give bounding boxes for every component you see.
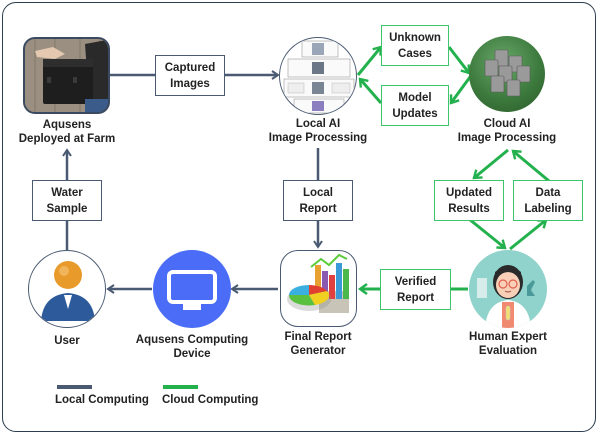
- local-report-box: Local Report: [283, 180, 353, 221]
- edge-cloud-to-model-updates: [449, 76, 472, 105]
- local-ai-label-line2: Image Processing: [268, 132, 368, 144]
- water-sample-box: Water Sample: [32, 180, 102, 221]
- user-avatar-icon: [41, 261, 95, 321]
- sensor-box-photo-icon: [25, 39, 108, 112]
- computing-device-label: Aqusens Computing Device: [127, 333, 257, 361]
- unknown-cases-line2: Cases: [398, 47, 432, 60]
- model-updates-line1: Model: [398, 91, 432, 104]
- monitor-icon: [167, 270, 217, 310]
- data-labeling-line2: Labeling: [524, 202, 572, 215]
- aqusens-farm-label-line2: Deployed at Farm: [18, 133, 116, 145]
- edge-model-updates-to-local-ai: [358, 77, 383, 104]
- edge-updated-results-to-expert: [468, 217, 507, 250]
- captured-images-line2: Images: [170, 77, 210, 90]
- edge-unknown-cases-to-cloud: [447, 46, 471, 75]
- updated-results-line1: Updated: [446, 186, 492, 199]
- model-updates-box: Model Updates: [381, 85, 449, 126]
- aqusens-farm-node[interactable]: [23, 37, 110, 114]
- user-label-line1: User: [54, 335, 80, 347]
- data-labeling-box: Data Labeling: [513, 180, 583, 221]
- cloud-ai-label: Cloud AI Image Processing: [450, 117, 564, 145]
- processing-pipeline-thumbnail-icon: [283, 40, 355, 114]
- legend-local-swatch: [57, 385, 92, 389]
- legend-cloud-swatch: [163, 385, 198, 389]
- legend-local-label: Local Computing: [55, 394, 149, 406]
- aqusens-farm-label: Aqusens Deployed at Farm: [10, 118, 124, 146]
- local-ai-label: Local AI Image Processing: [262, 117, 374, 145]
- local-ai-label-line1: Local AI: [295, 118, 341, 130]
- legend-cloud-label: Cloud Computing: [162, 394, 259, 406]
- edge-cloud-to-updated-results: [472, 148, 509, 180]
- unknown-cases-box: Unknown Cases: [381, 25, 449, 66]
- computing-device-node[interactable]: [153, 250, 231, 328]
- local-report-line1: Local: [302, 186, 334, 199]
- verified-report-line2: Report: [396, 291, 435, 304]
- local-report-line2: Report: [299, 202, 337, 215]
- user-label: User: [28, 334, 106, 348]
- unknown-cases-line1: Unknown: [389, 31, 441, 44]
- human-expert-label-line1: Human Expert: [469, 331, 547, 343]
- computing-device-label-line1: Aqusens Computing: [135, 334, 249, 346]
- edge-expert-to-data-labeling: [509, 218, 548, 251]
- human-expert-label-line2: Evaluation: [478, 345, 538, 357]
- captured-images-box: Captured Images: [155, 55, 225, 96]
- data-labeling-line1: Data: [535, 186, 561, 199]
- captured-images-line1: Captured: [164, 61, 216, 74]
- model-updates-line2: Updates: [392, 107, 438, 120]
- charts-report-icon: [287, 253, 349, 313]
- final-report-label-line2: Generator: [290, 345, 346, 357]
- updated-results-box: Updated Results: [434, 180, 504, 221]
- updated-results-line2: Results: [448, 202, 490, 215]
- computing-device-label-line2: Device: [173, 348, 211, 360]
- verified-report-box: Verified Report: [380, 269, 451, 310]
- edge-data-labeling-to-cloud: [511, 149, 550, 183]
- aqusens-farm-label-line1: Aqusens: [42, 119, 92, 131]
- local-ai-node[interactable]: [279, 37, 357, 115]
- verified-report-line1: Verified: [394, 275, 437, 288]
- scientist-avatar-icon: [477, 265, 535, 328]
- water-sample-line1: Water: [51, 186, 83, 199]
- cloud-ai-label-line2: Image Processing: [457, 132, 557, 144]
- cloud-ai-node[interactable]: [469, 36, 545, 112]
- human-expert-node[interactable]: [469, 250, 547, 328]
- human-expert-label: Human Expert Evaluation: [452, 330, 564, 358]
- server-cluster-icon: [484, 49, 531, 97]
- user-node[interactable]: [28, 250, 106, 328]
- diagram-frame: [2, 2, 596, 432]
- final-report-label: Final Report Generator: [262, 330, 374, 358]
- water-sample-line2: Sample: [46, 202, 88, 215]
- final-report-node[interactable]: [280, 250, 357, 327]
- cloud-ai-label-line1: Cloud AI: [483, 118, 531, 130]
- final-report-label-line1: Final Report: [284, 331, 352, 343]
- edge-local-ai-to-unknown-cases: [356, 45, 383, 76]
